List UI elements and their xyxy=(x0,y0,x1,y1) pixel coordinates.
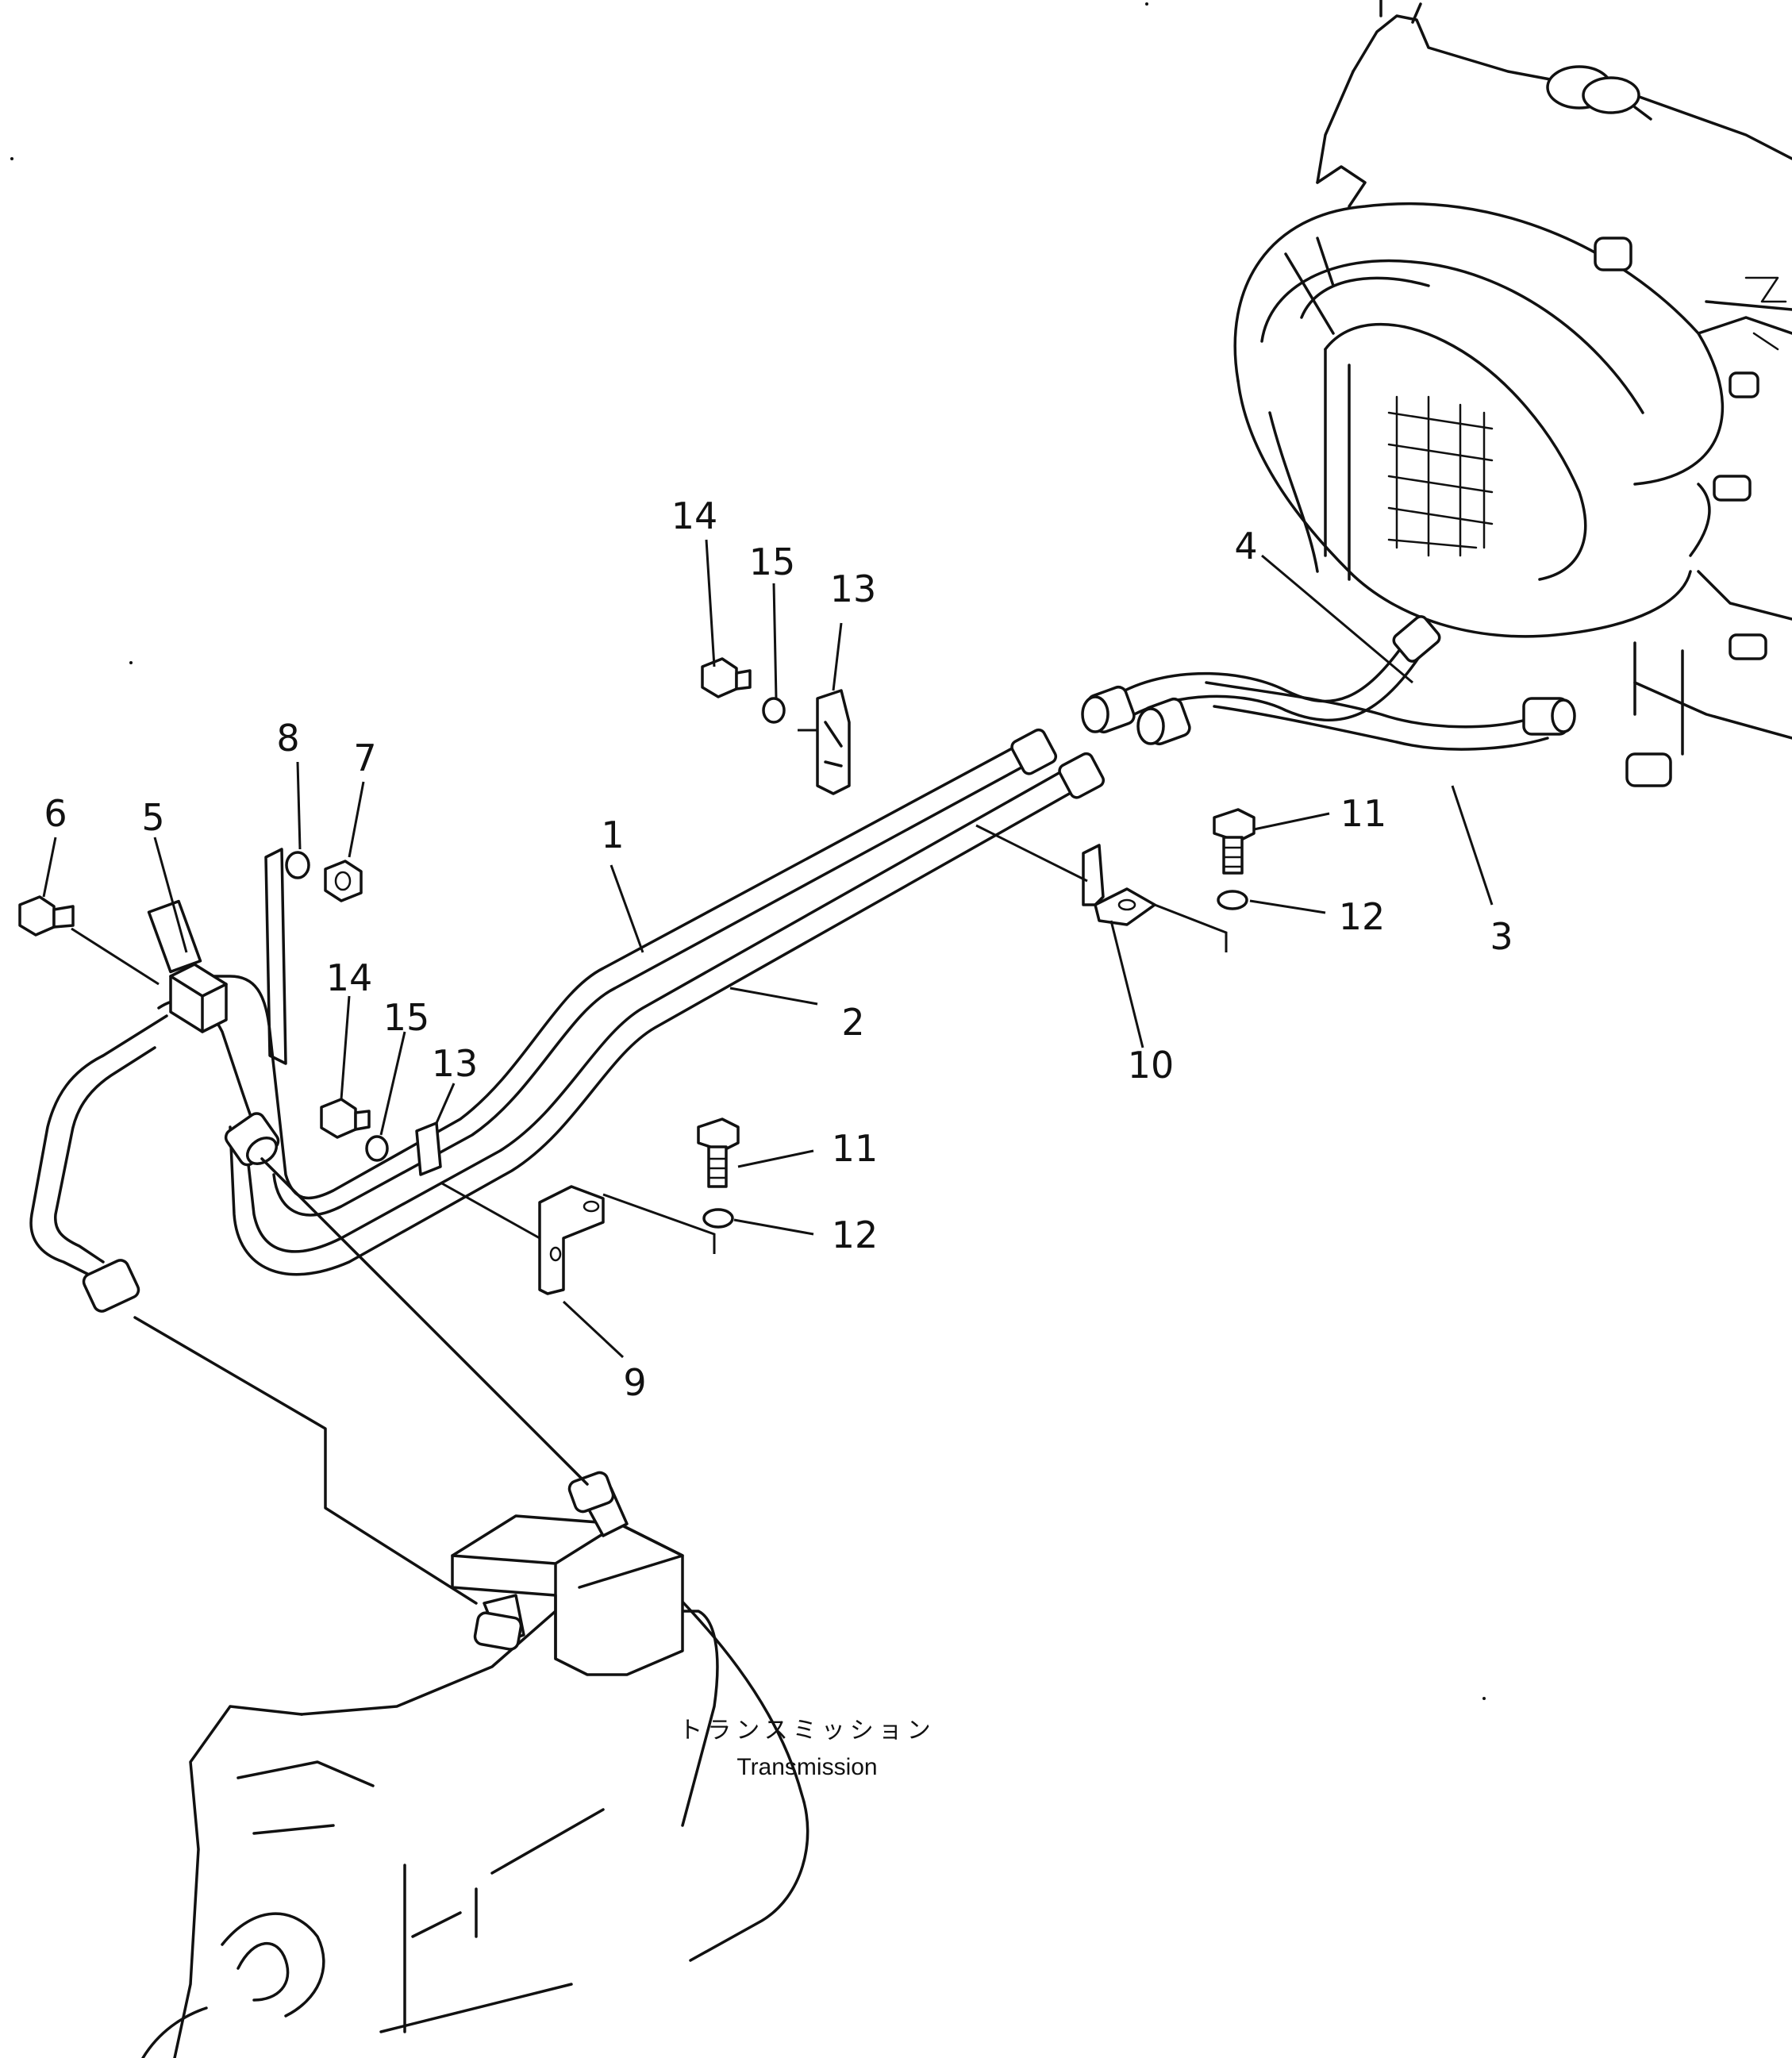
callout-4: 4 xyxy=(1234,525,1257,567)
tube-left-loop xyxy=(29,998,280,1313)
tube-1 xyxy=(197,740,1033,1217)
callout-14-lower: 14 xyxy=(326,956,373,999)
callout-11-lower: 11 xyxy=(832,1127,879,1170)
clamp-13-lower xyxy=(415,1121,442,1176)
transmission xyxy=(141,1471,809,2058)
callout-9: 9 xyxy=(623,1361,646,1404)
bolt-14-lower xyxy=(320,1098,371,1139)
callouts: 1 2 3 4 5 6 7 8 9 10 11 11 12 12 13 13 1… xyxy=(44,494,1513,1404)
washer-12-lower xyxy=(702,1208,734,1229)
tube-to-valve-lower xyxy=(133,1316,478,1605)
callout-1: 1 xyxy=(601,814,624,856)
radiator-grille xyxy=(1387,395,1494,557)
callout-5: 5 xyxy=(141,796,164,839)
washer-15-upper xyxy=(762,697,786,724)
bolt-6 xyxy=(18,895,75,937)
callout-15-lower: 15 xyxy=(383,996,430,1039)
callout-13-lower: 13 xyxy=(432,1042,479,1085)
callout-14-upper: 14 xyxy=(671,494,718,537)
callout-12-upper: 12 xyxy=(1339,895,1386,938)
callout-3: 3 xyxy=(1490,915,1513,958)
callout-2: 2 xyxy=(841,1001,864,1044)
bolt-11-lower xyxy=(697,1117,740,1188)
tube-to-valve-upper xyxy=(260,1157,589,1486)
bolt-11-upper xyxy=(1213,808,1256,875)
bracket-10 xyxy=(975,824,1228,952)
washer-15-lower xyxy=(365,1135,389,1162)
clamp-5 xyxy=(147,899,228,1033)
leader-lines xyxy=(42,539,1494,1359)
callout-13-upper: 13 xyxy=(830,567,877,610)
callout-11-upper: 11 xyxy=(1340,792,1387,835)
bracket-9 xyxy=(440,1181,716,1295)
hose-3 xyxy=(1205,681,1576,751)
callout-10: 10 xyxy=(1128,1044,1175,1087)
callout-7: 7 xyxy=(353,737,376,779)
bolt-14-upper xyxy=(701,657,752,698)
transmission-label-en: Transmission xyxy=(736,1754,877,1780)
clamp-13-upper xyxy=(816,689,851,795)
washer-12-upper xyxy=(1217,890,1248,910)
hose-fittings xyxy=(1081,685,1191,746)
callout-8: 8 xyxy=(276,717,299,760)
radiator-assembly xyxy=(1233,0,1792,787)
callout-12-lower: 12 xyxy=(832,1214,879,1256)
nut-7 xyxy=(324,860,363,902)
washer-8 xyxy=(285,851,310,879)
callout-6: 6 xyxy=(44,792,67,835)
transmission-label-jp: トランスミッション xyxy=(679,1717,935,1744)
tube-2 xyxy=(229,764,1085,1276)
callout-15-upper: 15 xyxy=(749,540,796,583)
